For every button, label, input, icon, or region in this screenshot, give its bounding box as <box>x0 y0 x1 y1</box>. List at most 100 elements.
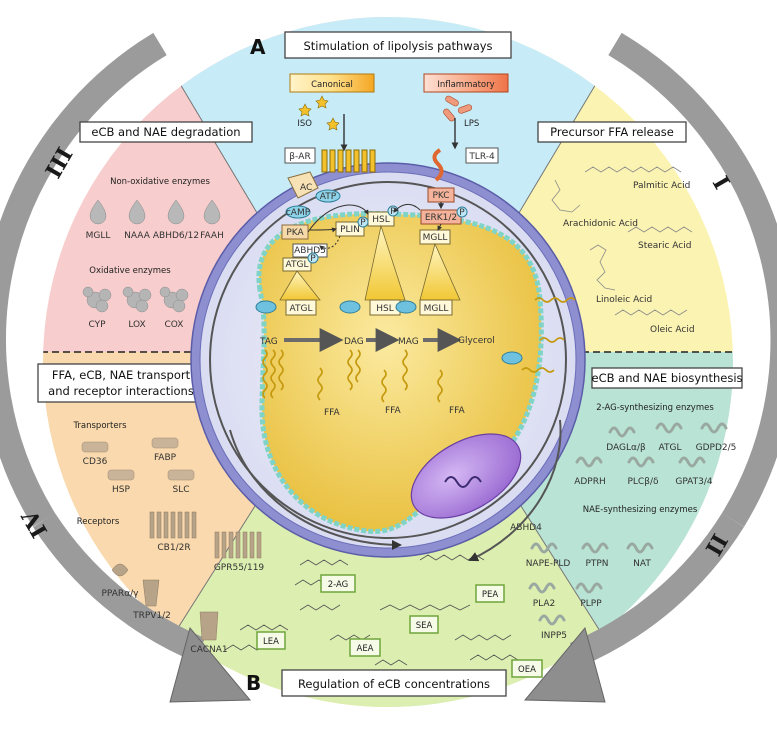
roman-i: I <box>707 172 735 194</box>
phosphate-label: P <box>360 218 366 228</box>
section-b-title: Regulation of eCB concentrations <box>298 677 490 691</box>
transporter-icons <box>81 437 195 481</box>
receptor-trpv: TRPV1/2 <box>132 611 171 621</box>
ac-label: AC <box>300 183 312 193</box>
hsp-icon <box>107 469 135 481</box>
ppar-icon <box>111 563 129 577</box>
inflammatory-badge <box>423 73 509 93</box>
enzyme-plpp: PLPP <box>580 599 602 609</box>
enzyme-gpat: GPAT3/4 <box>675 477 713 487</box>
trpv-icon <box>142 579 160 607</box>
drop-icon <box>89 199 107 225</box>
substrate-tag: TAG <box>259 337 278 347</box>
enzyme-pla2: PLA2 <box>533 599 556 609</box>
dna-icon <box>444 476 482 488</box>
lps-molecules <box>443 95 473 122</box>
phosphate-label: P <box>390 207 396 217</box>
ffa-label: FFA <box>324 408 341 418</box>
cb12r-icon <box>149 511 197 539</box>
lipase-mgll: MGLL <box>424 304 449 314</box>
receptors-title: Receptors <box>77 517 120 527</box>
cycle-arrow-right <box>468 419 562 562</box>
atp-molecule <box>315 189 341 203</box>
glycerol-molecule <box>501 351 523 365</box>
section-a-title-box <box>284 31 512 59</box>
cox-icon <box>159 286 189 313</box>
transporters-title: Transporters <box>72 421 127 431</box>
fatty-acid-structures <box>551 166 693 316</box>
receptor-cacna1: CACNA1 <box>190 645 227 655</box>
receptor-ppar: PPARα/γ <box>102 589 140 599</box>
ring-arc-right <box>608 32 777 527</box>
enzyme-abhd4: ABHD4 <box>510 523 542 533</box>
section-iii-title-box <box>79 121 253 143</box>
fatty-acid-tails <box>262 349 443 403</box>
drop-icon <box>203 199 221 225</box>
iso-molecules <box>298 95 340 131</box>
section-iv-title-1: FFA, eCB, NAE transport <box>52 368 191 382</box>
tlr4-box <box>465 147 499 164</box>
acid-oleic: Oleic Acid <box>650 325 695 335</box>
enzyme-lox: LOX <box>128 320 145 330</box>
transporter-hsp: HSP <box>112 485 130 495</box>
phosphate-markers: P P P P <box>307 205 468 264</box>
nae-enzyme-icons <box>528 542 654 626</box>
canonical-label: Canonical <box>311 80 353 90</box>
enzyme-cox: COX <box>165 320 184 330</box>
iso-label: ISO <box>297 119 312 129</box>
section-ii-title-box <box>591 367 743 389</box>
enzyme-nape-pld: NAPE-PLD <box>526 559 571 569</box>
fabp-icon <box>151 437 179 449</box>
enzyme-naaa: NAAA <box>124 231 151 241</box>
camp-molecule <box>285 205 311 219</box>
ring-arc-bottom-left <box>33 512 206 662</box>
beta-ar-label: β-AR <box>289 152 310 162</box>
substrate-dag: DAG <box>344 337 364 347</box>
substrate-mag: MAG <box>398 337 419 347</box>
cacna1-icon <box>199 611 219 641</box>
section-ii: eCB and NAE biosynthesis 2-AG-synthesizi… <box>510 367 743 641</box>
section-ii-title: eCB and NAE biosynthesis <box>592 371 743 385</box>
atp-label: ATP <box>320 192 337 202</box>
transporter-fabp: FABP <box>154 453 177 463</box>
ag-enzyme-icons <box>575 422 728 468</box>
enzyme-nat: NAT <box>633 559 651 569</box>
beta-ar-box <box>284 147 316 164</box>
abhd5-label: ABHD5 <box>294 246 326 256</box>
nucleus <box>410 433 522 519</box>
receptor-cb12r: CB1/2R <box>157 543 190 553</box>
lipase-boxes: ATGL HSL MGLL <box>285 299 453 316</box>
enzyme-gdpd: GDPD2/5 <box>696 443 737 453</box>
lipase-atgl: ATGL <box>290 304 313 314</box>
lps-label: LPS <box>464 119 479 129</box>
enzyme-cyp: CYP <box>88 320 106 330</box>
exiting-ffa <box>521 297 576 373</box>
molecule-sea: SEA <box>416 621 433 631</box>
nae-enzymes-title: NAE-synthesizing enzymes <box>583 505 698 515</box>
erk-label: ERK1/2 <box>425 213 457 223</box>
outer-ring: III I IV II <box>0 32 777 703</box>
lipase-hsl: HSL <box>376 304 394 314</box>
beta-ar-receptor <box>321 149 376 173</box>
cyp-icon <box>82 286 112 313</box>
receptor-icons <box>111 511 262 641</box>
molecule-pea: PEA <box>482 590 498 600</box>
ring-arrow-right <box>523 626 606 703</box>
transporter-cd36: CD36 <box>83 457 108 467</box>
ecb-molecule-labels: 2-AG PEA SEA LEA AEA OEA <box>256 574 543 678</box>
nonoxidative-title: Non-oxidative enzymes <box>110 177 210 187</box>
cycle-arrow-left <box>229 429 402 550</box>
acid-palmitic: Palmitic Acid <box>633 181 690 191</box>
lipase-cones <box>279 224 461 301</box>
enzyme-adprh: ADPRH <box>574 477 606 487</box>
molecule-lea: LEA <box>263 637 279 647</box>
section-b-title-box <box>281 669 507 697</box>
letter-a: A <box>250 35 266 59</box>
oxidative-blobs <box>82 286 189 313</box>
molecule-aea: AEA <box>357 644 374 654</box>
hsl-label: HSL <box>372 215 390 225</box>
inflammatory-label: Inflammatory <box>437 80 494 90</box>
gpr-icon <box>214 531 262 559</box>
